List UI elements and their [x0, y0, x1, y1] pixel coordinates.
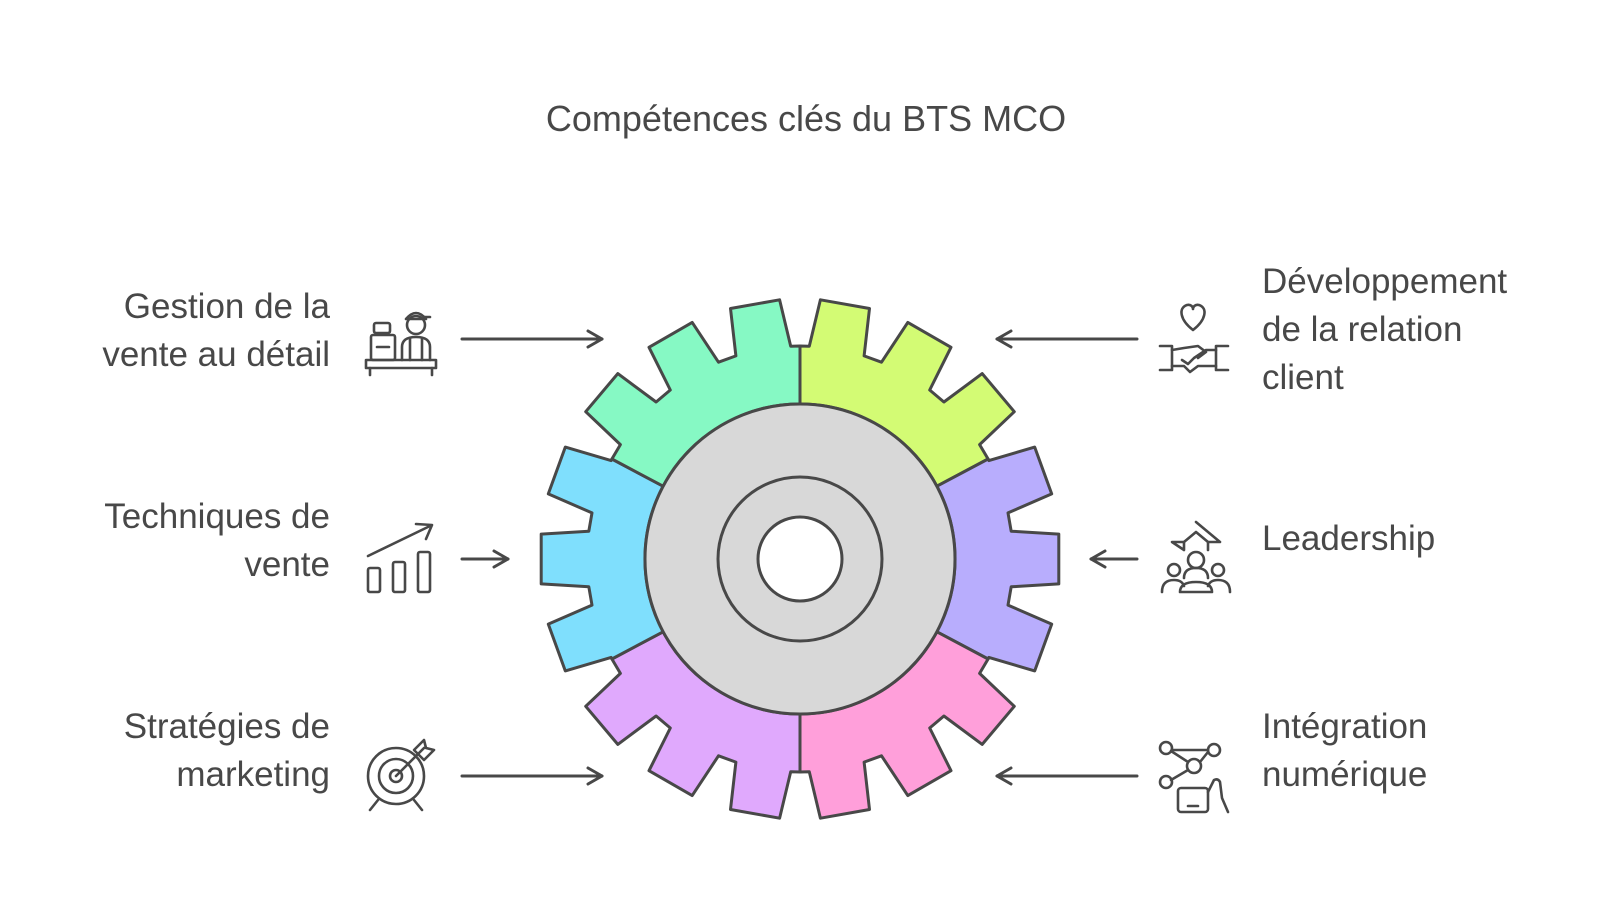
label-marketing-line-1: Stratégies de [123, 707, 330, 746]
label-relation-line-2: de la relation [1262, 310, 1463, 349]
label-techniques-line-1: Techniques de [104, 497, 330, 536]
cashier-icon [364, 311, 438, 377]
label-retail-line-2: vente au détail [102, 335, 330, 374]
growth-chart-icon [366, 522, 434, 594]
label-relation-line-3: client [1262, 358, 1344, 397]
label-techniques-line-2: vente [244, 545, 330, 584]
label-leadership-line-1: Leadership [1262, 519, 1436, 558]
label-leadership: Leadership [1262, 515, 1602, 563]
handshake-heart-icon [1158, 303, 1230, 374]
label-digital-line-1: Intégration [1262, 707, 1428, 746]
label-digital: Intégration numérique [1262, 703, 1602, 799]
team-leader-icon [1160, 520, 1232, 594]
label-retail-line-1: Gestion de la [123, 287, 330, 326]
gear-sectors [539, 298, 1061, 820]
label-relation-line-1: Développement [1262, 262, 1508, 301]
label-marketing: Stratégies de marketing [0, 703, 330, 799]
label-retail: Gestion de la vente au détail [0, 283, 330, 379]
label-digital-line-2: numérique [1262, 755, 1428, 794]
diagram-title: Compétences clés du BTS MCO [545, 98, 1067, 139]
label-relation: Développement de la relation client [1262, 258, 1602, 402]
label-techniques: Techniques de vente [0, 493, 330, 589]
target-arrow-icon [366, 738, 436, 812]
digital-network-icon [1158, 740, 1230, 814]
gear-center-hole [756, 515, 844, 603]
label-marketing-line-2: marketing [176, 755, 330, 794]
